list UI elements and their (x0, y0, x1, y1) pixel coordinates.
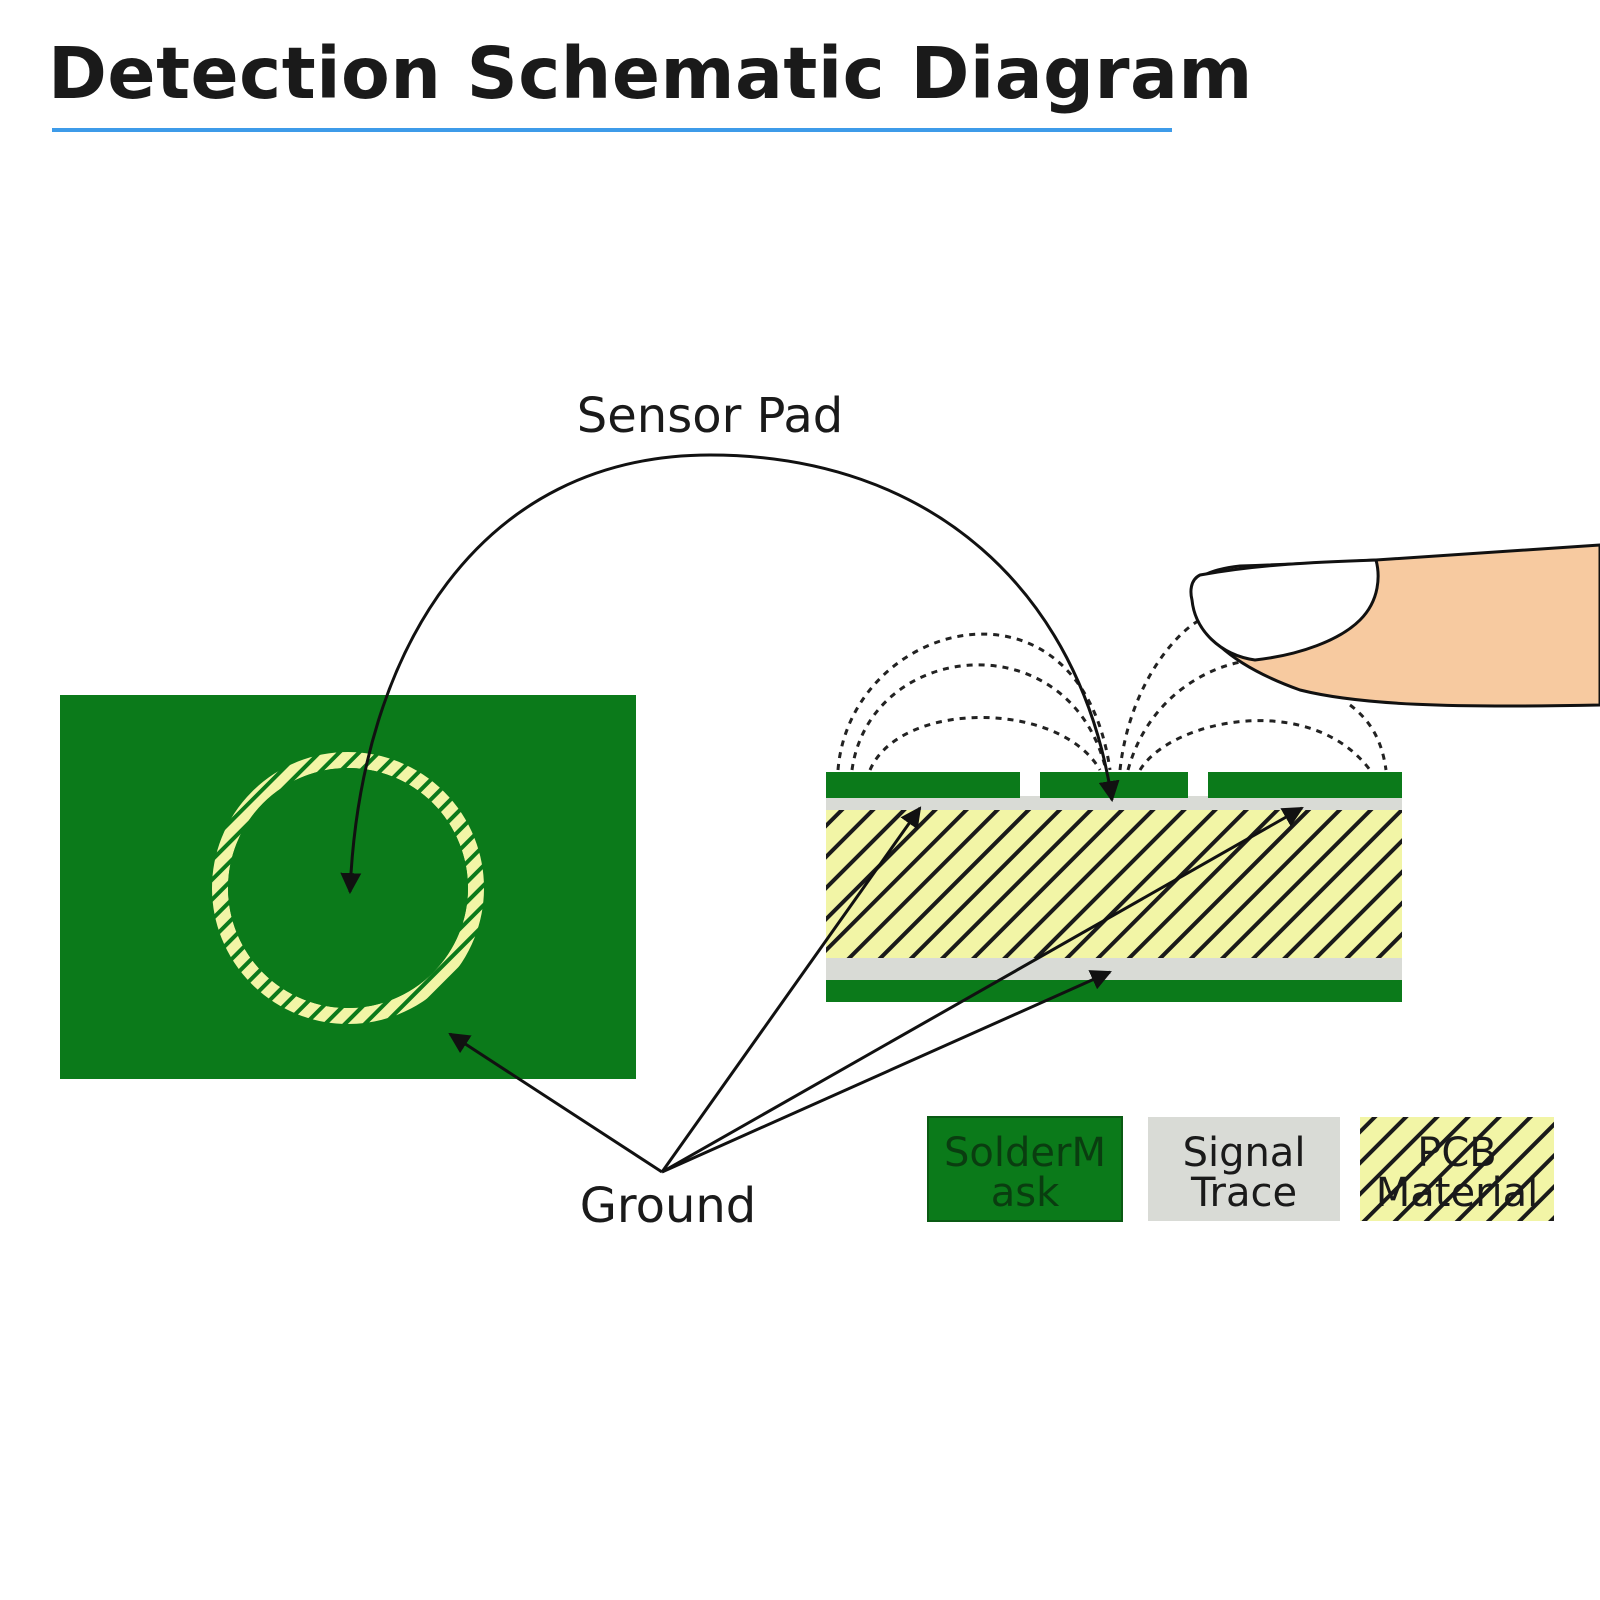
top-signal-layer (826, 796, 1402, 810)
top-mask-right (1208, 772, 1402, 798)
legend-soldermask-line1: SolderM (944, 1130, 1106, 1176)
field-lines (836, 618, 1388, 771)
legend: SolderM ask Signal Trace PCB Material (927, 1116, 1554, 1222)
pcb-cross-section (826, 772, 1402, 1002)
page-title: Detection Schematic Diagram (48, 32, 1253, 115)
legend-item-soldermask: SolderM ask (927, 1116, 1123, 1222)
pcb-top-view (60, 695, 636, 1079)
legend-soldermask-line2: ask (991, 1170, 1060, 1216)
sensor-pad-arrow (340, 453, 1120, 895)
top-mask-center (1040, 772, 1188, 798)
bottom-signal-layer (826, 958, 1402, 980)
top-mask-left (826, 772, 1020, 798)
finger (1189, 543, 1600, 708)
sensor-pad-label: Sensor Pad (577, 388, 843, 444)
legend-pcb-line2: Material (1376, 1170, 1539, 1216)
legend-pcb-line1: PCB (1417, 1130, 1497, 1176)
legend-item-pcb-material: PCB Material (1360, 1117, 1554, 1221)
pcb-core (826, 808, 1402, 958)
title-underline (52, 128, 1172, 132)
ground-arrows (448, 806, 1304, 1174)
fingernail (1189, 558, 1380, 662)
legend-signal-line2: Trace (1190, 1170, 1297, 1216)
legend-signal-line1: Signal (1183, 1130, 1306, 1176)
legend-item-signal-trace: Signal Trace (1148, 1117, 1340, 1221)
bottom-mask (826, 980, 1402, 1002)
ground-label: Ground (580, 1178, 757, 1234)
